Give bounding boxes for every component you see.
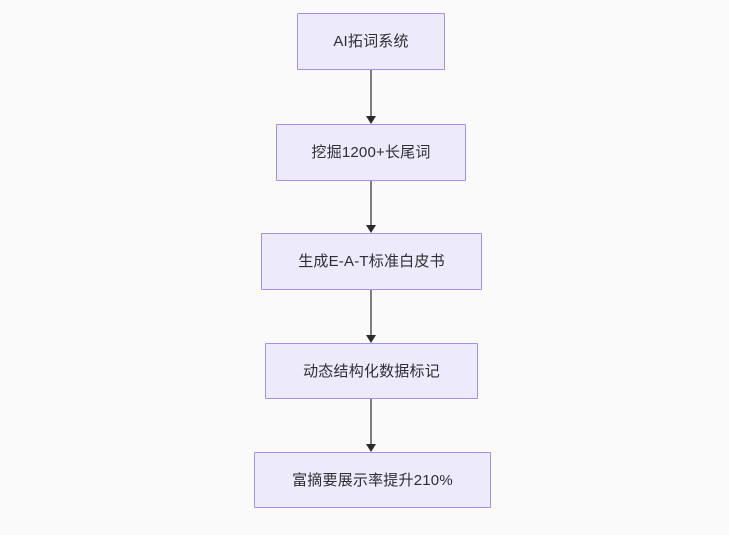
edge-line <box>370 181 372 225</box>
flow-node-generate-eat-whitepaper[interactable]: 生成E-A-T标准白皮书 <box>261 233 482 290</box>
arrowhead-icon <box>366 116 376 124</box>
flow-node-label: AI拓词系统 <box>333 33 409 50</box>
flow-node-label: 生成E-A-T标准白皮书 <box>298 253 445 270</box>
arrowhead-icon <box>366 225 376 233</box>
flow-node-dynamic-structured-data-markup[interactable]: 动态结构化数据标记 <box>265 343 478 399</box>
edge-line <box>370 399 372 444</box>
edge-line <box>370 70 372 116</box>
flow-node-label: 富摘要展示率提升210% <box>292 471 453 489</box>
flow-node-label: 挖掘1200+长尾词 <box>311 144 431 161</box>
flow-node-mine-longtail-keywords[interactable]: 挖掘1200+长尾词 <box>276 124 466 181</box>
arrowhead-icon <box>366 444 376 452</box>
flow-node-rich-snippet-impression-lift[interactable]: 富摘要展示率提升210% <box>254 452 491 508</box>
flow-node-ai-keyword-system[interactable]: AI拓词系统 <box>297 13 445 70</box>
flow-node-label: 动态结构化数据标记 <box>303 362 440 380</box>
arrowhead-icon <box>366 335 376 343</box>
edge-line <box>370 290 372 335</box>
